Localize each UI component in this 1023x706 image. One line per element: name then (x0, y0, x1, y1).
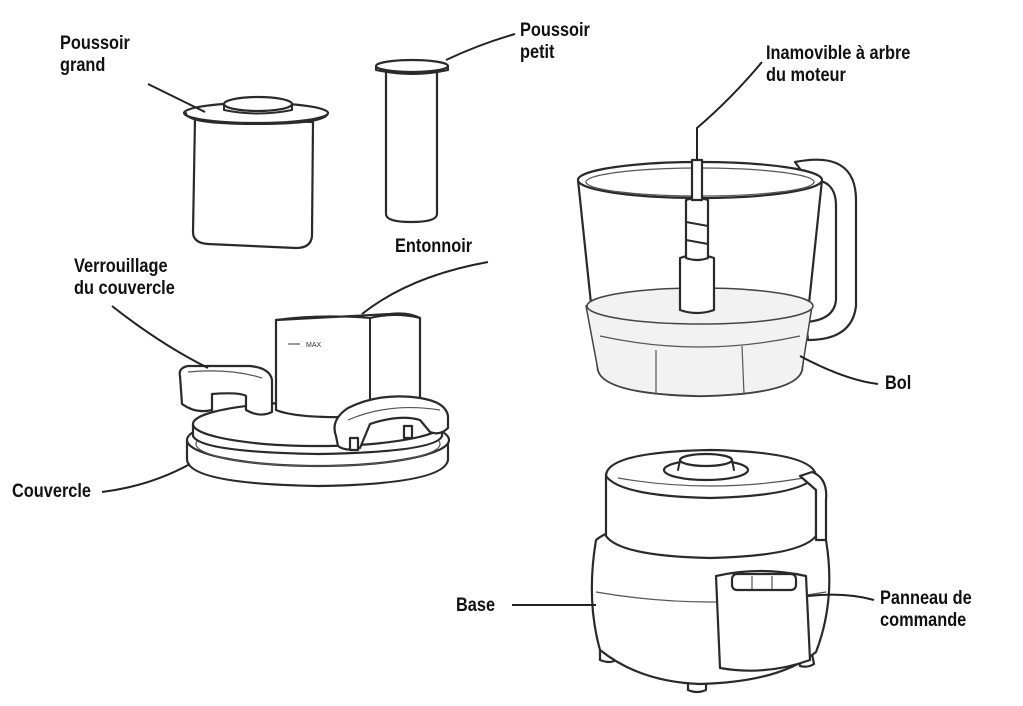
label-poussoir-petit: Poussoir petit (520, 20, 590, 63)
max-marking: MAX (306, 342, 322, 349)
label-base: Base (456, 595, 496, 616)
label-inamovible-arbre-moteur: Inamovible à arbre du moteur (766, 43, 911, 86)
label-verrouillage-couvercle: Verrouillage du couvercle (74, 256, 175, 299)
lid-assembly (178, 312, 451, 488)
small-pusher (374, 58, 450, 224)
label-entonnoir: Entonnoir (395, 236, 473, 257)
leader-lines (101, 33, 879, 606)
label-bol: Bol (885, 373, 912, 394)
label-poussoir-grand: Poussoir grand (60, 33, 130, 76)
large-pusher (182, 95, 330, 250)
bowl (576, 158, 858, 398)
label-couvercle: Couvercle (12, 481, 92, 502)
label-panneau-de-commande: Panneau de commande (880, 588, 972, 631)
motor-base (590, 448, 831, 694)
